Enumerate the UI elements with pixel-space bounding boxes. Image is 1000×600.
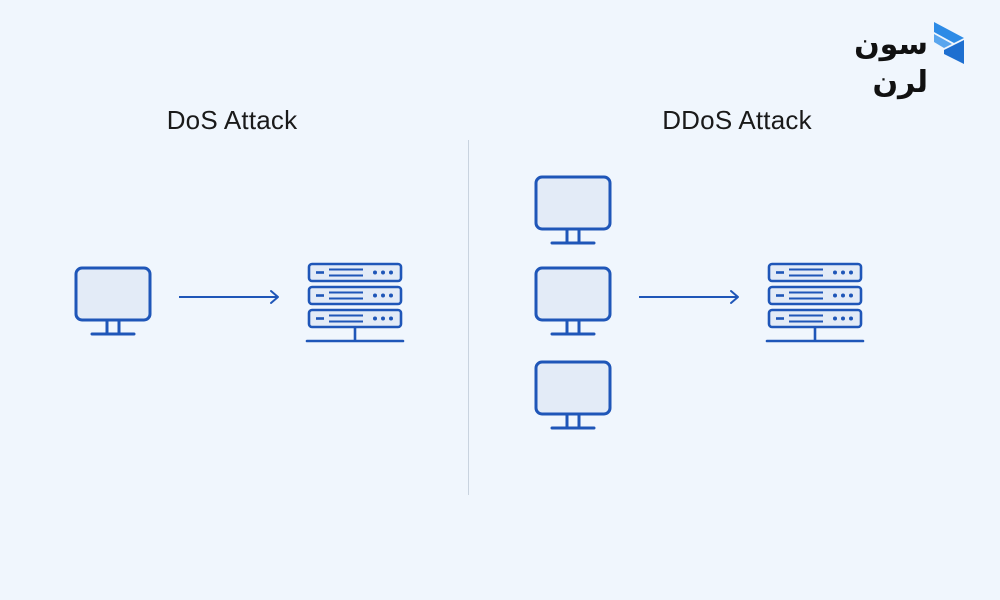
dos-attacker-monitor-icon xyxy=(74,266,152,336)
dos-title: DoS Attack xyxy=(166,105,298,135)
brand-logo[interactable]: سون لرن xyxy=(800,18,975,100)
brand-mark-icon xyxy=(934,22,964,64)
section-divider xyxy=(468,140,469,495)
ddos-title: DDoS Attack xyxy=(662,105,812,135)
dos-server-icon xyxy=(307,264,403,341)
dos-arrow-icon xyxy=(178,290,279,304)
brand-logo-text: سون لرن xyxy=(854,27,928,100)
ddos-arrow-icon xyxy=(638,290,739,304)
ddos-attacker-monitor-icon xyxy=(534,175,612,245)
ddos-server-icon xyxy=(767,264,863,341)
ddos-attacker-monitor-icon xyxy=(534,360,612,430)
ddos-attacker-monitor-icon xyxy=(534,266,612,336)
